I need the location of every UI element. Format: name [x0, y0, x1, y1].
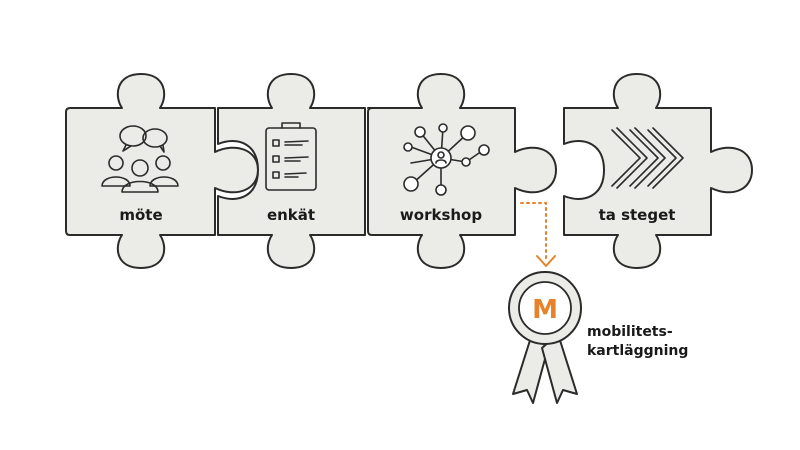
step-label-enkat: enkät: [267, 206, 315, 224]
dotted-connector-arrow: [520, 202, 556, 267]
puzzle-piece-mote: möte: [65, 73, 259, 269]
puzzle-piece-ta-steget: ta steget: [563, 73, 753, 269]
puzzle-piece-workshop: workshop: [367, 73, 557, 269]
step-label-mote: möte: [119, 206, 162, 224]
meeting-people-icon: [101, 125, 179, 193]
badge-caption-line2: kartläggning: [587, 343, 689, 359]
step-label-workshop: workshop: [400, 206, 482, 224]
step-label-ta-steget: ta steget: [599, 206, 676, 224]
badge-caption: mobilitets- kartläggning: [587, 323, 688, 361]
award-rosette-icon: M: [508, 271, 582, 404]
forward-chevrons-icon: [611, 127, 684, 189]
puzzle-piece-enkat: enkät: [217, 73, 366, 269]
network-nodes-icon: [403, 123, 490, 196]
survey-checklist-icon: [265, 122, 317, 191]
badge-letter: M: [532, 295, 558, 325]
badge-caption-line1: mobilitets-: [587, 324, 673, 340]
